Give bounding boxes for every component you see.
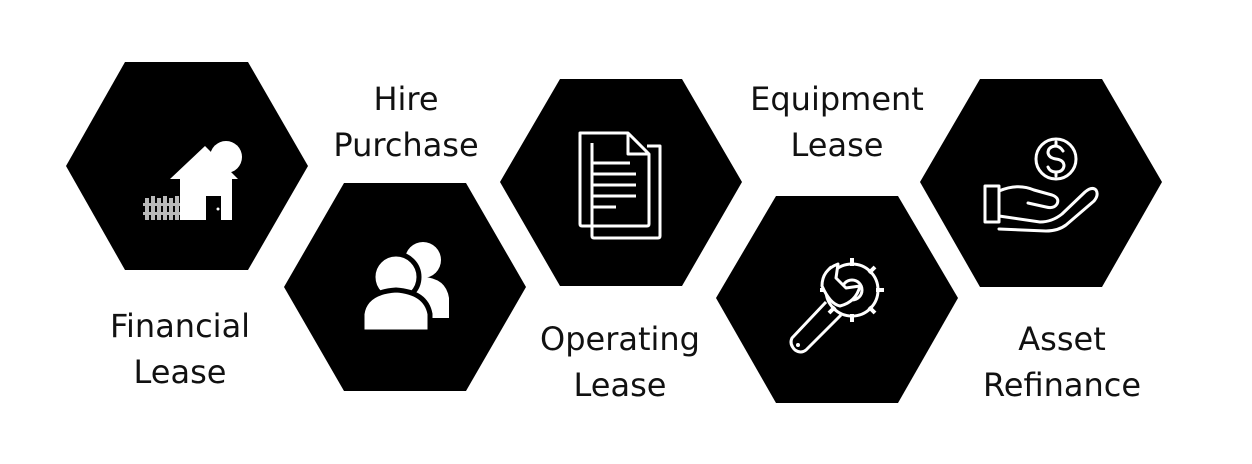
label-line: Financial: [109, 307, 251, 345]
people-icon: [359, 242, 449, 335]
label-asset-refinance: Asset Refinance: [932, 316, 1192, 408]
hexagon-financial-lease: [66, 62, 308, 270]
label-line: Operating: [540, 320, 700, 358]
label-financial-lease: Financial Lease: [50, 303, 310, 395]
wrench-gear-icon: [789, 258, 884, 354]
label-line: Hire: [373, 80, 439, 118]
hexagon-hire-purchase: [284, 183, 526, 391]
hexagon-operating-lease: [500, 79, 742, 286]
hexagon-equipment-lease: [716, 196, 958, 403]
label-line: Lease: [790, 126, 884, 164]
house-icon: [143, 141, 242, 220]
label-hire-purchase: Hire Purchase: [276, 76, 536, 168]
label-equipment-lease: Equipment Lease: [707, 76, 967, 168]
document-icon: [578, 131, 662, 240]
label-operating-lease: Operating Lease: [490, 316, 750, 408]
label-line: Equipment: [750, 80, 924, 118]
label-line: Refinance: [982, 366, 1142, 404]
label-line: Asset: [1018, 320, 1106, 358]
hand-dollar-icon: [983, 137, 1099, 233]
label-line: Lease: [573, 366, 667, 404]
label-line: Lease: [133, 353, 227, 391]
label-line: Purchase: [333, 126, 479, 164]
hexagon-asset-refinance: [920, 79, 1162, 287]
